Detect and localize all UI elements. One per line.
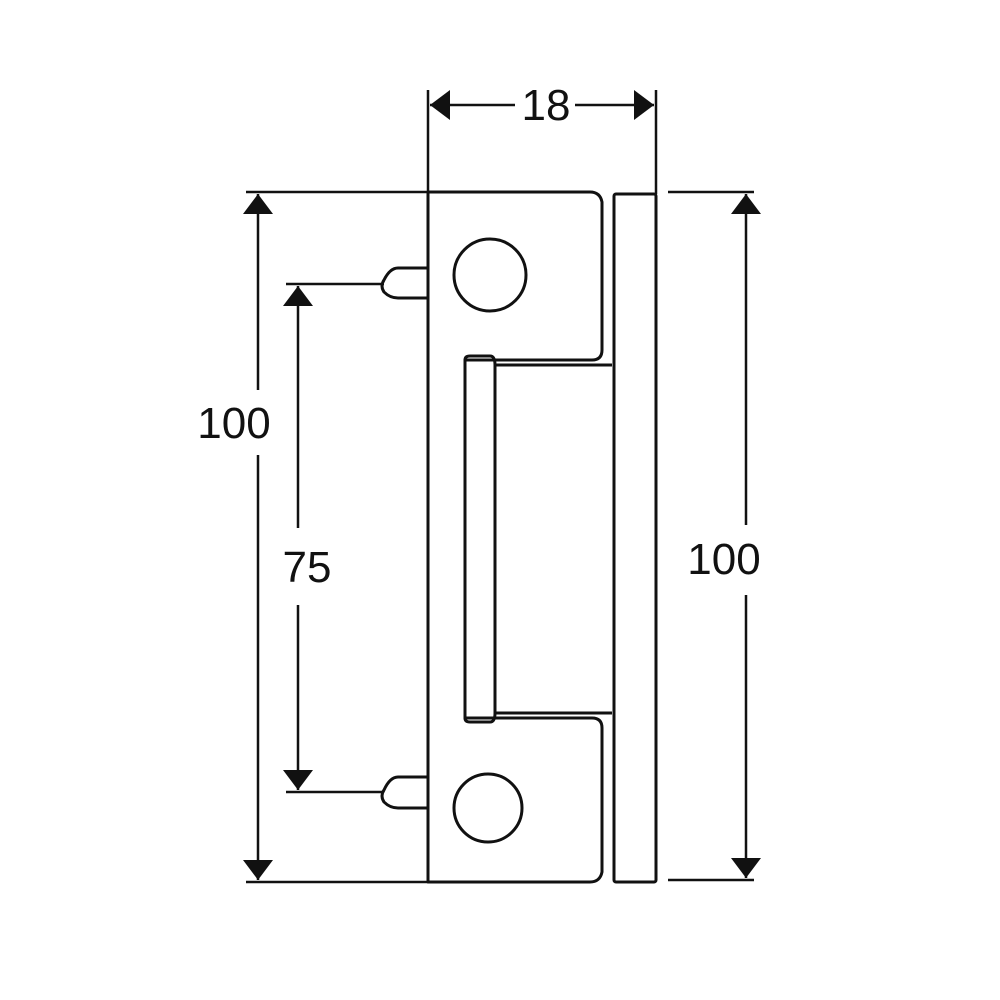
side-plate xyxy=(612,192,658,884)
dimension-label-height-right: 100 xyxy=(685,535,763,584)
recess-left-rounded xyxy=(463,354,497,724)
front-plate-outline xyxy=(426,190,604,884)
dimension-label-pin-spacing: 75 xyxy=(280,543,334,592)
screw-hole-bottom xyxy=(452,772,524,844)
dimension-label-width: 18 xyxy=(519,81,573,130)
screw-hole-top xyxy=(452,237,528,313)
dimension-label-height-left: 100 xyxy=(195,399,273,448)
locating-pin-bottom xyxy=(380,775,428,810)
locating-pin-top xyxy=(380,266,428,300)
